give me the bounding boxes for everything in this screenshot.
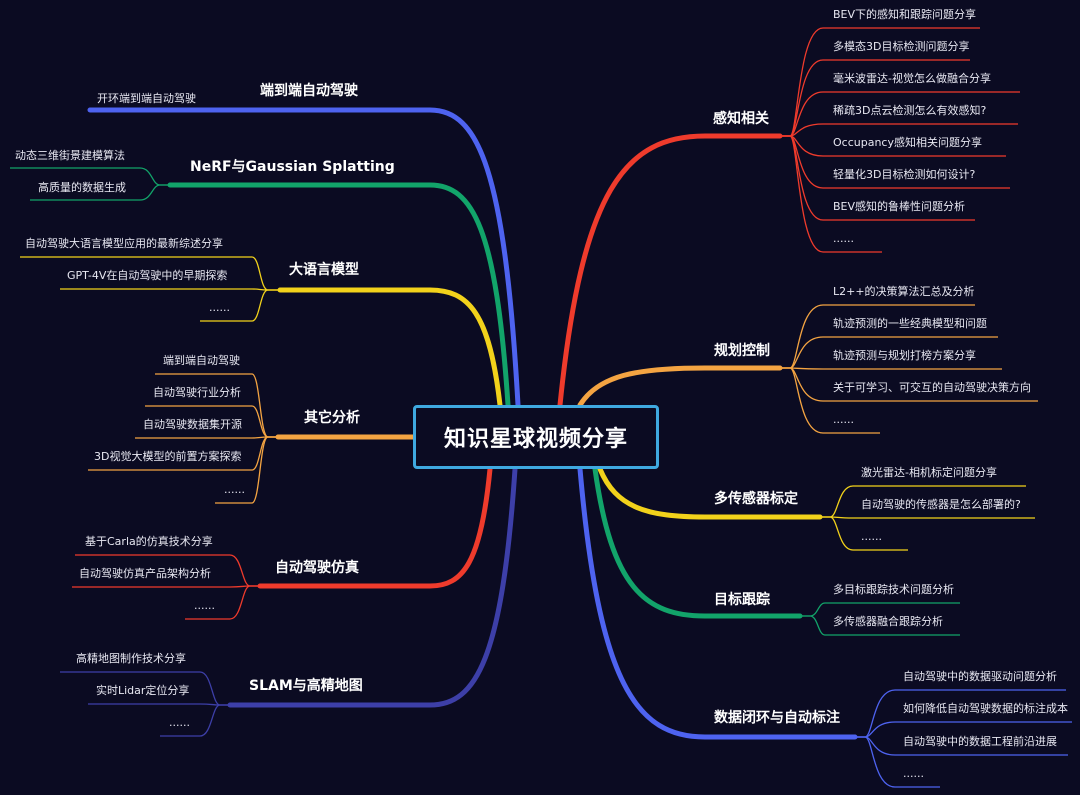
leaf-sim-2[interactable]: ......: [194, 599, 215, 612]
leaf-connector-perception-3: [780, 123, 1018, 137]
trunk-nerf: [167, 182, 511, 408]
leaf-slam-0[interactable]: 高精地图制作技术分享: [76, 652, 186, 665]
leaf-nerf-1[interactable]: 高质量的数据生成: [38, 181, 126, 194]
leaf-connector-other-4: [215, 436, 278, 504]
leaf-other-0[interactable]: 端到端自动驾驶: [163, 354, 240, 367]
trunk-dataloop: [577, 466, 858, 740]
trunk-calibration: [597, 466, 823, 520]
branch-label-calibration[interactable]: 多传感器标定: [714, 491, 798, 507]
trunk-sim: [257, 466, 493, 589]
leaf-perception-6[interactable]: BEV感知的鲁棒性问题分析: [833, 200, 966, 213]
connector-e2e: [87, 107, 521, 408]
branch-label-perception[interactable]: 感知相关: [713, 111, 769, 127]
leaf-connector-slam-2: [160, 704, 230, 737]
branch-label-llm[interactable]: 大语言模型: [289, 262, 359, 278]
leaf-tracking-1[interactable]: 多传感器融合跟踪分析: [833, 615, 943, 628]
trunk-tracking: [592, 466, 803, 619]
leaf-perception-5[interactable]: 轻量化3D目标检测如何设计?: [833, 168, 976, 181]
leaf-llm-0[interactable]: 自动驾驶大语言模型应用的最新综述分享: [25, 237, 223, 250]
leaf-calibration-2[interactable]: ......: [861, 530, 882, 543]
leaf-calibration-1[interactable]: 自动驾驶的传感器是怎么部署的?: [861, 498, 1021, 511]
leaf-sim-0[interactable]: 基于Carla的仿真技术分享: [85, 535, 213, 548]
trunk-e2e: [87, 107, 521, 408]
connector-sim: [72, 466, 493, 620]
leaf-dataloop-0[interactable]: 自动驾驶中的数据驱动问题分析: [903, 670, 1057, 683]
trunk-llm: [277, 287, 503, 408]
branch-label-planning[interactable]: 规划控制: [714, 343, 770, 359]
branch-label-other[interactable]: 其它分析: [304, 410, 360, 426]
leaf-llm-2[interactable]: ......: [209, 301, 230, 314]
leaf-connector-planning-4: [780, 367, 880, 434]
trunk-slam: [227, 466, 518, 708]
connector-nerf: [10, 167, 511, 408]
leaf-connector-llm-2: [200, 289, 280, 322]
leaf-planning-4[interactable]: ......: [833, 413, 854, 426]
leaf-connector-sim-2: [185, 585, 260, 620]
leaf-dataloop-2[interactable]: 自动驾驶中的数据工程前沿进展: [903, 735, 1057, 748]
connector-calibration: [597, 466, 1035, 551]
leaf-connector-calibration-1: [820, 516, 1035, 519]
leaf-calibration-0[interactable]: 激光雷达-相机标定问题分享: [861, 466, 997, 479]
leaf-llm-1[interactable]: GPT-4V在自动驾驶中的早期探索: [67, 269, 228, 282]
leaf-nerf-0[interactable]: 动态三维街景建模算法: [15, 149, 125, 162]
leaf-connector-calibration-2: [820, 516, 908, 551]
leaf-sim-1[interactable]: 自动驾驶仿真产品架构分析: [79, 567, 211, 580]
trunk-perception: [557, 133, 783, 408]
leaf-perception-0[interactable]: BEV下的感知和跟踪问题分享: [833, 8, 977, 21]
leaf-connector-slam-1: [88, 703, 230, 706]
leaf-connector-tracking-1: [800, 615, 960, 636]
leaf-other-3[interactable]: 3D视觉大模型的前置方案探索: [94, 450, 242, 463]
connector-other: [88, 373, 418, 504]
leaf-perception-7[interactable]: ......: [833, 232, 854, 245]
center-node[interactable]: 知识星球视频分享: [413, 405, 659, 469]
leaf-other-1[interactable]: 自动驾驶行业分析: [153, 386, 241, 399]
branch-label-tracking[interactable]: 目标跟踪: [714, 592, 770, 608]
leaf-connector-sim-1: [72, 585, 260, 588]
leaf-connector-perception-7: [780, 135, 882, 253]
trunk-planning: [577, 365, 783, 408]
connector-perception: [557, 27, 1020, 408]
branch-label-dataloop[interactable]: 数据闭环与自动标注: [714, 710, 840, 726]
leaf-planning-0[interactable]: L2++的决策算法汇总及分析: [833, 285, 975, 298]
leaf-connector-planning-2: [780, 367, 1002, 370]
connector-planning: [577, 304, 1038, 434]
leaf-e2e-0[interactable]: 开环端到端自动驾驶: [97, 92, 196, 105]
leaf-other-2[interactable]: 自动驾驶数据集开源: [143, 418, 242, 431]
leaf-slam-2[interactable]: ......: [169, 716, 190, 729]
leaf-connector-nerf-1: [30, 184, 170, 201]
leaf-dataloop-3[interactable]: ......: [903, 767, 924, 780]
connector-dataloop: [577, 466, 1072, 788]
leaf-tracking-0[interactable]: 多目标跟踪技术问题分析: [833, 583, 954, 596]
leaf-planning-1[interactable]: 轨迹预测的一些经典模型和问题: [833, 317, 987, 330]
leaf-perception-2[interactable]: 毫米波雷达-视觉怎么做融合分享: [833, 72, 991, 85]
leaf-slam-1[interactable]: 实时Lidar定位分享: [96, 684, 190, 697]
leaf-perception-3[interactable]: 稀疏3D点云检测怎么有效感知?: [833, 104, 987, 117]
leaf-planning-2[interactable]: 轨迹预测与规划打榜方案分享: [833, 349, 976, 362]
leaf-perception-4[interactable]: Occupancy感知相关问题分享: [833, 136, 982, 149]
leaf-perception-1[interactable]: 多模态3D目标检测问题分享: [833, 40, 970, 53]
leaf-connector-llm-1: [60, 288, 280, 291]
branch-label-sim[interactable]: 自动驾驶仿真: [275, 560, 359, 576]
branch-label-nerf[interactable]: NeRF与Gaussian Splatting: [190, 159, 395, 175]
center-title: 知识星球视频分享: [443, 427, 628, 452]
connector-slam: [60, 466, 518, 737]
connector-llm: [20, 256, 503, 408]
leaf-other-4[interactable]: ......: [224, 483, 245, 496]
branch-label-slam[interactable]: SLAM与高精地图: [249, 678, 363, 694]
leaf-connector-dataloop-3: [855, 736, 940, 788]
leaf-planning-3[interactable]: 关于可学习、可交互的自动驾驶决策方向: [833, 381, 1031, 394]
connector-tracking: [592, 466, 960, 636]
branch-label-e2e[interactable]: 端到端自动驾驶: [260, 83, 358, 99]
leaf-dataloop-1[interactable]: 如何降低自动驾驶数据的标注成本: [903, 702, 1068, 715]
leaf-connector-other-2: [135, 436, 278, 439]
